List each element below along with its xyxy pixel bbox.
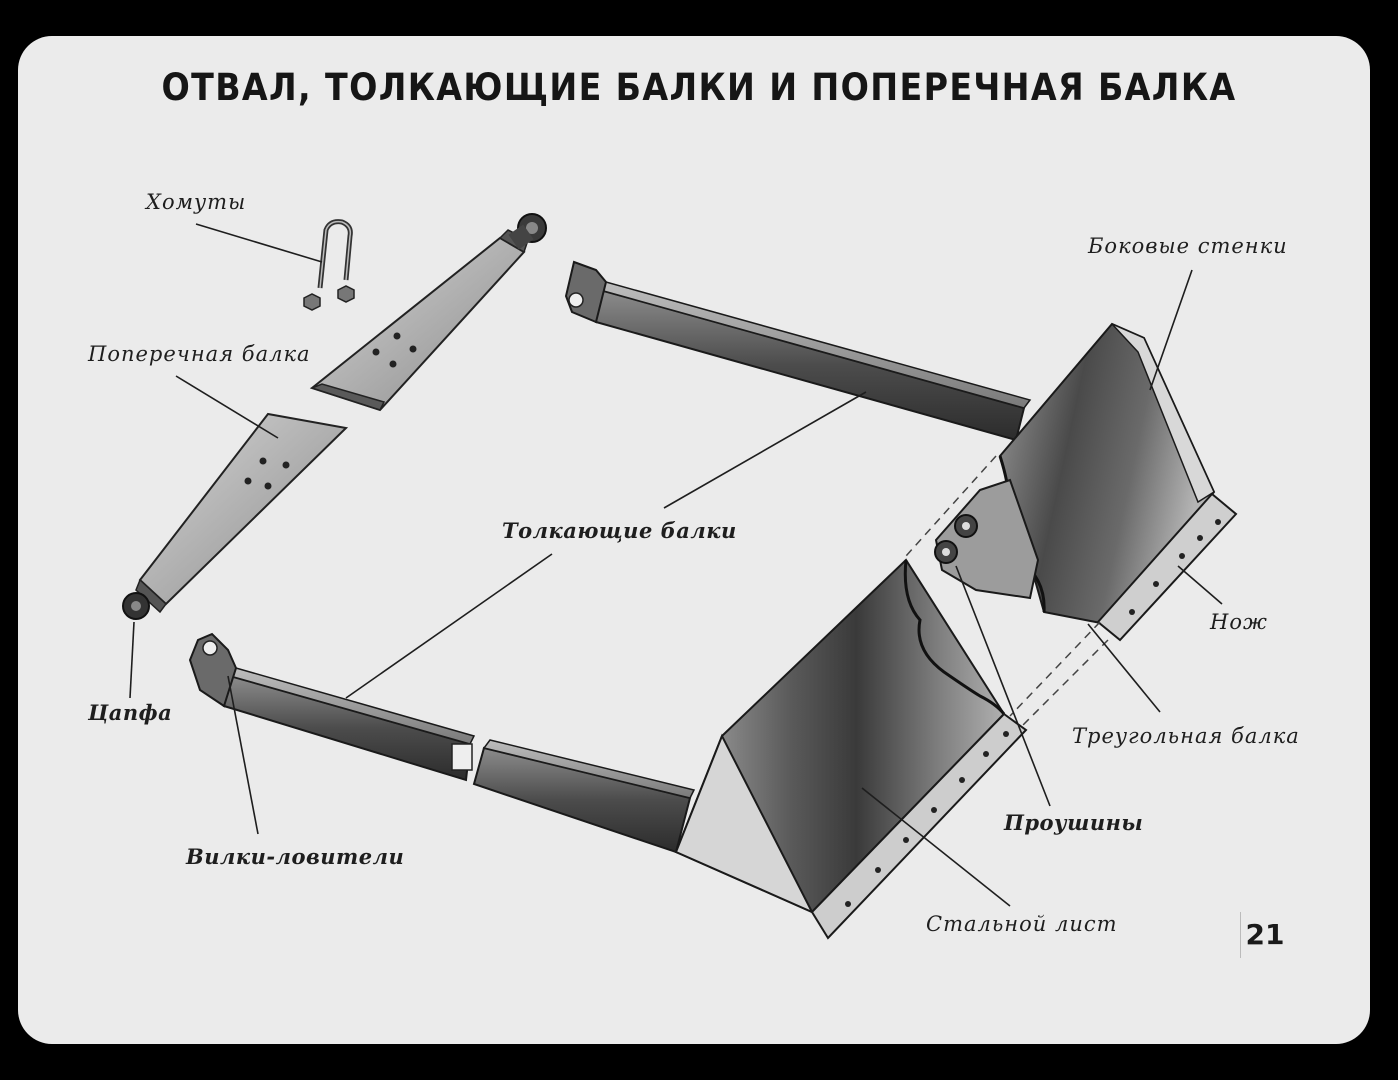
leader-steel-sheet — [861, 787, 1011, 907]
leader-clamps — [195, 223, 323, 263]
cross-beam-lower — [135, 412, 349, 614]
label-steel-sheet: Стальной лист — [926, 912, 1118, 936]
label-knife: Нож — [1210, 610, 1268, 634]
trunnion-upper — [508, 213, 547, 250]
slide-title: ОТВАЛ, ТОЛКАЮЩИЕ БАЛКИ И ПОПЕРЕЧНАЯ БАЛК… — [161, 66, 1237, 109]
leader-catch-forks — [227, 675, 259, 835]
push-beam-upper — [564, 260, 1032, 442]
push-beam-lower — [188, 632, 696, 854]
leader-trunnion — [129, 621, 135, 699]
leader-push-beam-upper — [663, 391, 867, 509]
clamp-u-bolt — [303, 219, 355, 311]
leader-cross-beam — [175, 375, 279, 439]
leader-side-walls — [1149, 269, 1193, 391]
label-side-walls: Боковые стенки — [1088, 234, 1288, 258]
label-clamps: Хомуты — [146, 190, 247, 214]
label-push-beams: Толкающие балки — [502, 518, 737, 543]
label-catch-forks: Вилки-ловители — [186, 844, 405, 869]
trunnion-lower — [122, 592, 150, 620]
label-lugs: Проушины — [1004, 810, 1144, 835]
label-cross-beam: Поперечная балка — [88, 342, 311, 366]
cross-beam-upper — [309, 229, 529, 412]
leader-knife — [1177, 565, 1223, 605]
blade-near-section — [674, 558, 1028, 940]
blade-far-section — [998, 322, 1238, 642]
lug-plates — [934, 478, 1040, 600]
label-trunnion: Цапфа — [88, 700, 173, 725]
page-number: 21 — [1240, 912, 1289, 958]
leader-lugs — [955, 565, 1051, 807]
alignment-dashes — [905, 455, 1109, 729]
leader-triangular-beam — [1087, 623, 1161, 713]
leader-push-beam-lower — [345, 553, 553, 699]
label-triangular-beam: Треугольная балка — [1072, 724, 1300, 748]
